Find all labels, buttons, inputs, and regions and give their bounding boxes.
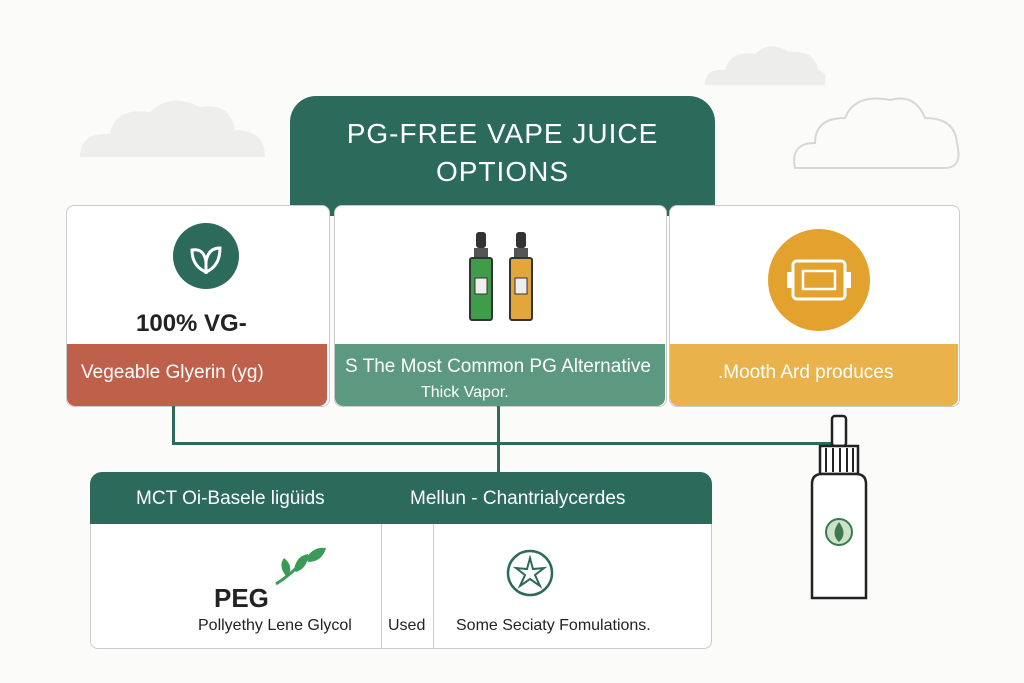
leaf-sprig-icon: [275, 547, 326, 586]
peg-heading: PEG: [214, 583, 269, 613]
vg-heading: 100% VG-: [136, 310, 247, 337]
band-smooth: .Mooth Ard produces: [670, 344, 958, 406]
dropper-bottle-icon: [810, 414, 868, 600]
connector-left-vertical: [172, 406, 175, 444]
specialty-label: Some Seciaty Fomulations.: [456, 617, 651, 634]
band-middle-label-1: S The Most Common PG Alternative: [345, 356, 651, 377]
dropper-bottles-icon: [469, 232, 533, 321]
divider-2: [433, 524, 434, 648]
title-banner: PG-FREE VAPE JUICE OPTIONS: [290, 96, 715, 216]
title-line-2: OPTIONS: [435, 156, 569, 187]
title-line-1: PG-FREE VAPE JUICE: [346, 118, 659, 149]
cloud-top-icon: [705, 46, 826, 85]
band-vegetable-glycerin: Vegeable Glyerin (yg): [67, 344, 327, 406]
band-left-label: Vegeable Glyerin (yg): [81, 362, 264, 383]
divider-1: [381, 524, 382, 648]
used-label: Used: [388, 617, 426, 634]
cloud-left-icon: [80, 100, 265, 157]
connector-middle-vertical: [497, 406, 500, 472]
leaf-circle-icon: [173, 223, 239, 289]
connector-horizontal: [172, 442, 840, 445]
bottom-panel-body: [90, 524, 712, 649]
peg-description: Pollyethy Lene Glycol: [198, 617, 352, 634]
star-badge-icon: [506, 549, 554, 597]
band-middle-label-2: Thick Vapor.: [421, 384, 509, 401]
cloud-right-icon: [793, 97, 960, 169]
battery-circle-icon: [768, 229, 870, 331]
band-common-alternative: S The Most Common PG Alternative Thick V…: [335, 344, 665, 406]
bottom-panel-header: MCT Oi-Basele ligüids Mellun - Chantrial…: [90, 472, 712, 524]
medium-chain-label: Mellun - Chantrialycerdes: [410, 488, 626, 509]
mct-label: MCT Oi-Basele ligüids: [136, 488, 325, 509]
band-right-label: .Mooth Ard produces: [718, 362, 894, 383]
